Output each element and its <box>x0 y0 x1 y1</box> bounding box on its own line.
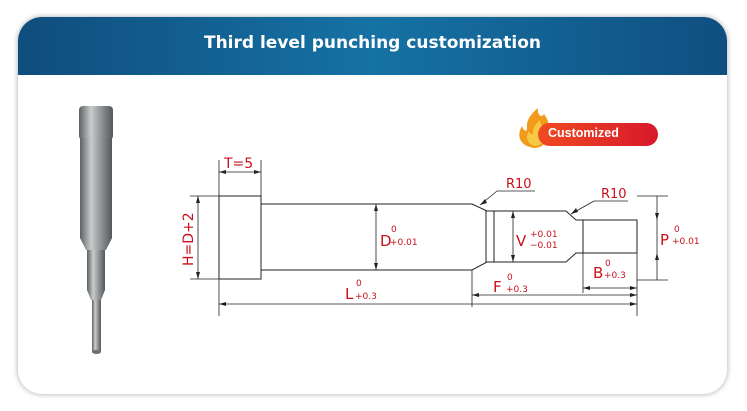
punch-head-outline <box>218 195 262 280</box>
svg-text:+0.3: +0.3 <box>355 292 377 302</box>
badge-pill <box>538 123 658 146</box>
v-dimension-label: V +0.01 −0.01 <box>516 230 558 251</box>
punch-tip-outline <box>583 219 638 254</box>
t-dimension-label: T=5 <box>223 156 253 172</box>
svg-text:+0.3: +0.3 <box>506 285 528 295</box>
b-dimension-label: B 0 +0.3 <box>593 259 626 282</box>
svg-text:V: V <box>516 232 527 250</box>
customized-badge: Customized <box>514 106 660 150</box>
svg-text:0: 0 <box>605 259 611 269</box>
svg-text:D: D <box>380 232 392 250</box>
svg-text:0: 0 <box>356 279 362 289</box>
l-dimension-label: L 0 +0.3 <box>345 279 377 303</box>
svg-text:+0.3: +0.3 <box>604 271 626 281</box>
product-card: Third level punching customization <box>18 17 727 394</box>
svg-text:−0.01: −0.01 <box>530 241 558 251</box>
badge-label: Customized <box>548 126 619 140</box>
header-bar: Third level punching customization <box>18 17 727 75</box>
r10-label-2: R10 <box>601 187 627 202</box>
svg-text:+0.01: +0.01 <box>390 238 418 248</box>
h-dimension-label: H=D+2 <box>181 212 197 266</box>
r10-label-1: R10 <box>506 177 532 192</box>
page-title: Third level punching customization <box>203 33 542 53</box>
punch-neck-outline <box>494 210 584 263</box>
svg-text:0: 0 <box>674 225 680 235</box>
punch-photo <box>79 106 113 354</box>
svg-text:0: 0 <box>391 225 397 235</box>
punch-body-outline <box>261 203 495 271</box>
svg-text:+0.01: +0.01 <box>530 230 558 240</box>
svg-text:+0.01: +0.01 <box>672 237 700 247</box>
svg-text:F: F <box>493 278 502 296</box>
svg-text:B: B <box>593 264 603 282</box>
d-dimension-label: D 0 +0.01 <box>380 225 418 250</box>
f-dimension-label: F 0 +0.3 <box>493 273 528 296</box>
svg-text:L: L <box>345 285 354 303</box>
svg-text:0: 0 <box>507 273 513 283</box>
svg-text:P: P <box>660 231 669 249</box>
p-dimension-label: P 0 +0.01 <box>660 225 700 249</box>
